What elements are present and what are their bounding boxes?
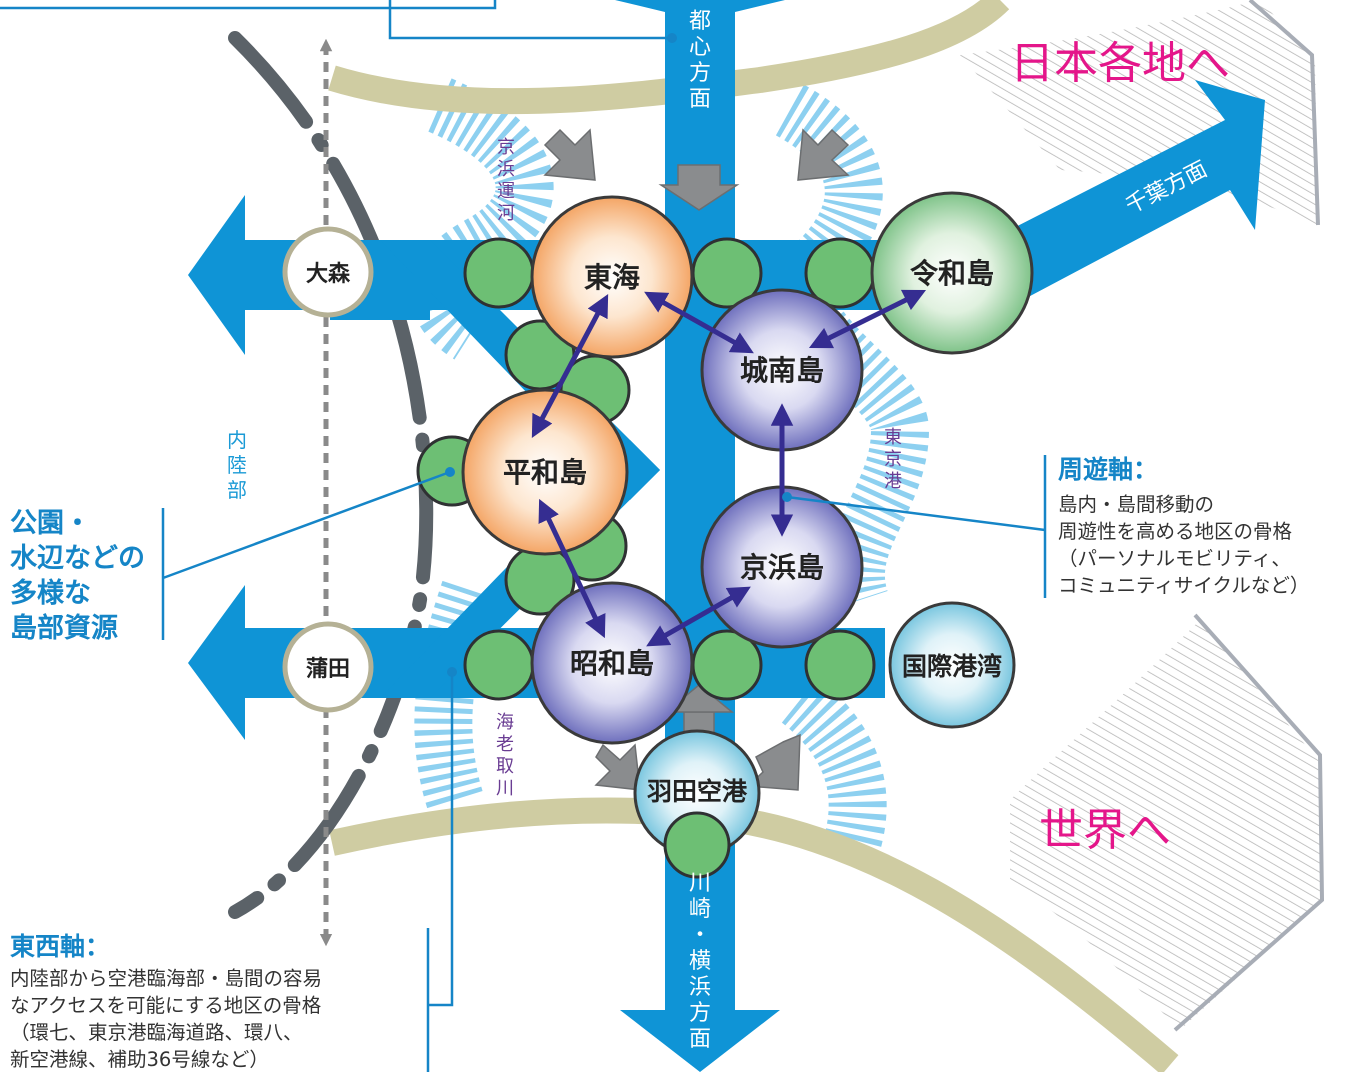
shuyu-line-1: 島内・島間移動の bbox=[1058, 493, 1214, 516]
label-tokyo-port: 東 京 港 bbox=[884, 427, 902, 492]
tokyo-port-char-3: 港 bbox=[884, 471, 902, 492]
island-showa: 昭和島 bbox=[530, 581, 694, 745]
station-omori: 大森 bbox=[282, 226, 374, 318]
island-haneda-label: 羽田空港 bbox=[647, 777, 748, 806]
kawasaki-char-6: 方 bbox=[689, 1001, 711, 1026]
inland-char-3: 部 bbox=[227, 478, 247, 502]
island-keihin-label: 京浜島 bbox=[740, 551, 824, 584]
tokyo-port-char-1: 東 bbox=[884, 427, 902, 448]
park-line-3: 多様な bbox=[10, 578, 91, 609]
kawasaki-char-4: 横 bbox=[689, 949, 711, 974]
direction-kawasaki: 川 崎 ・ 横 浜 方 面 bbox=[689, 871, 711, 1052]
keihin-canal-char-3: 運 bbox=[497, 181, 515, 202]
callout-tozai: 東西軸： 内陸部から空港臨海部・島間の容易 なアクセスを可能にする地区の骨格 （… bbox=[10, 667, 457, 1072]
toshin-char-4: 面 bbox=[689, 87, 711, 112]
island-kokusai: 国際港湾 bbox=[888, 601, 1016, 729]
tozai-title: 東西軸： bbox=[10, 932, 110, 961]
ebitori-char-1: 海 bbox=[496, 712, 514, 733]
callout-shuyu: 周遊軸： 島内・島間移動の 周遊性を高める地区の骨格 （パーソナルモビリティ、 … bbox=[782, 455, 1309, 598]
tozai-line-3: （環七、東京港臨海道路、環八、 bbox=[10, 1021, 303, 1044]
inland-char-2: 陸 bbox=[227, 453, 247, 477]
shuyu-line-4: コミュニティサイクルなど） bbox=[1058, 574, 1309, 597]
keihin-canal-char-1: 京 bbox=[497, 137, 515, 158]
hatched-zone-south bbox=[1010, 613, 1325, 1032]
shuyu-line-2: 周遊性を高める地区の骨格 bbox=[1058, 520, 1293, 543]
toshin-char-3: 方 bbox=[689, 61, 711, 86]
direction-toshin: 都 心 方 面 bbox=[689, 9, 711, 112]
station-kamata: 蒲田 bbox=[282, 621, 374, 713]
kawasaki-char-7: 面 bbox=[689, 1027, 711, 1052]
haneda-park-circle bbox=[663, 811, 731, 879]
inflow-arrows bbox=[543, 128, 850, 791]
toshin-char-2: 心 bbox=[689, 35, 711, 60]
inland-boundary-arc bbox=[228, 31, 434, 919]
tozai-line-4: 新空港線、補助36号線など） bbox=[10, 1048, 269, 1071]
island-haneda: 羽田空港 bbox=[633, 729, 761, 879]
island-reiwa: 令和島 bbox=[870, 191, 1034, 355]
kawasaki-char-2: 崎 bbox=[689, 897, 711, 922]
destination-sekai: 世界へ bbox=[1039, 805, 1171, 856]
ebitori-char-2: 老 bbox=[496, 734, 514, 755]
tokyo-port-char-2: 京 bbox=[884, 449, 902, 470]
park-line-4: 島部資源 bbox=[10, 612, 118, 644]
haneda-fan-stripes bbox=[781, 677, 887, 860]
island-tokai: 東海 bbox=[530, 195, 694, 359]
leader-toshin-dot bbox=[667, 33, 677, 43]
kawasaki-char-5: 浜 bbox=[689, 975, 711, 1000]
circulation-arrows bbox=[531, 289, 927, 647]
north-south-axis bbox=[615, 0, 785, 1072]
kawasaki-char-3: ・ bbox=[689, 923, 711, 948]
island-reiwa-label: 令和島 bbox=[910, 257, 994, 290]
park-line-2: 水辺などの bbox=[10, 543, 145, 574]
destination-nihon: 日本各地へ bbox=[1010, 38, 1230, 89]
kawasaki-char-1: 川 bbox=[689, 871, 711, 896]
ebitori-char-4: 川 bbox=[496, 778, 514, 799]
inland-char-1: 内 bbox=[227, 428, 247, 452]
toshin-char-1: 都 bbox=[689, 9, 711, 34]
shuyu-line-3: （パーソナルモビリティ、 bbox=[1058, 547, 1291, 570]
island-kokusai-label: 国際港湾 bbox=[902, 652, 1002, 681]
park-line-1: 公園・ bbox=[10, 508, 91, 539]
island-heiwa-label: 平和島 bbox=[503, 456, 587, 489]
keihin-canal-char-2: 浜 bbox=[497, 159, 515, 180]
station-kamata-label: 蒲田 bbox=[306, 657, 350, 682]
coastline-band-north bbox=[328, 0, 1010, 115]
tozai-line-2: なアクセスを可能にする地区の骨格 bbox=[10, 994, 322, 1017]
station-omori-label: 大森 bbox=[306, 261, 351, 287]
label-keihin-canal: 京 浜 運 河 bbox=[497, 137, 515, 224]
leader-toshin bbox=[0, 0, 672, 40]
tozai-line-1: 内陸部から空港臨海部・島間の容易 bbox=[10, 967, 322, 990]
label-ebitori: 海 老 取 川 bbox=[496, 712, 514, 799]
shuyu-title: 周遊軸： bbox=[1058, 455, 1158, 484]
island-showa-label: 昭和島 bbox=[570, 647, 654, 680]
keihin-canal-char-4: 河 bbox=[497, 203, 515, 224]
island-jonan-label: 城南島 bbox=[740, 354, 824, 387]
callout-park: 公園・ 水辺などの 多様な 島部資源 bbox=[10, 467, 455, 644]
ebitori-char-3: 取 bbox=[496, 756, 514, 777]
island-tokai-label: 東海 bbox=[584, 261, 640, 294]
label-inland: 内 陸 部 bbox=[227, 428, 247, 502]
